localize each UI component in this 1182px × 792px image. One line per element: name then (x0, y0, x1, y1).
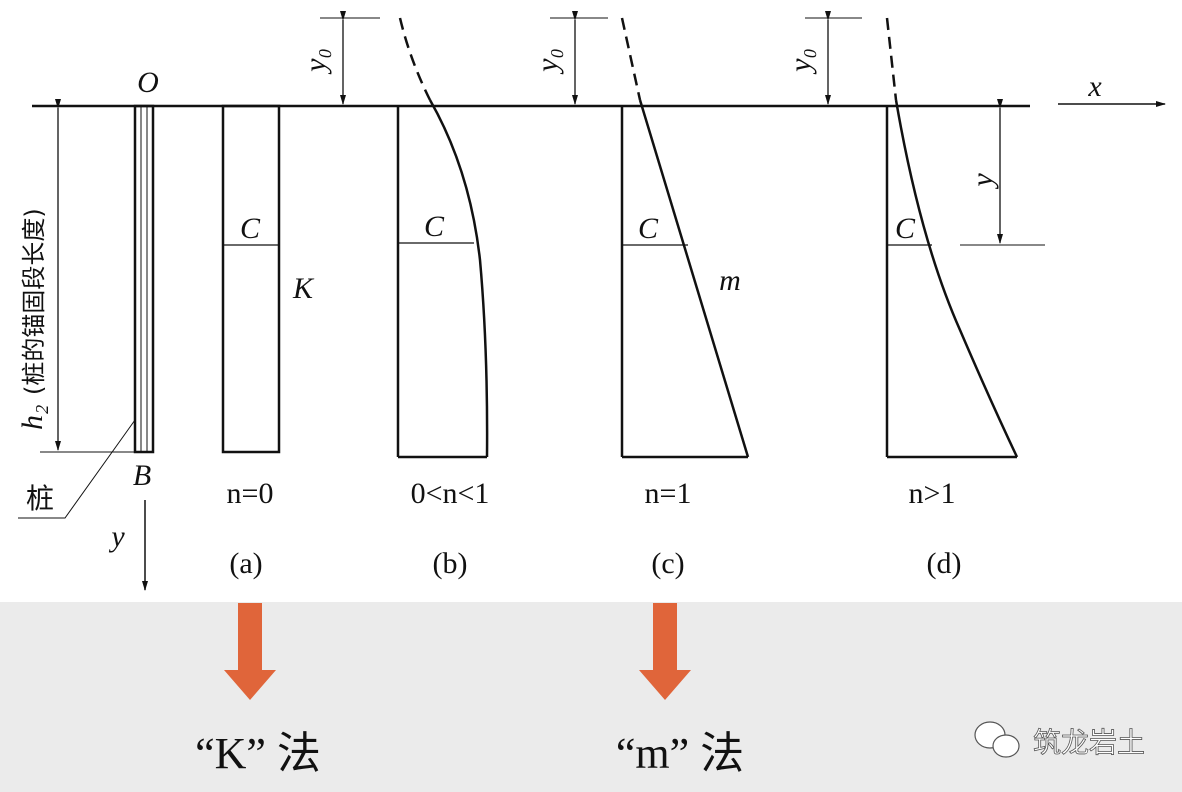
c-label: C (638, 212, 659, 245)
origin-label: O (137, 66, 159, 99)
y0-label: y₀ (784, 48, 817, 75)
pile-bottom-label: B (133, 459, 151, 492)
h2-label: h₂ (16, 405, 49, 430)
y-dim-label: y (966, 173, 999, 190)
distribution-a (221, 104, 281, 454)
case-a-tag: (a) (229, 547, 262, 580)
case-c-tag: (c) (651, 547, 684, 580)
distribution-b (428, 99, 489, 458)
c-label: C (895, 212, 916, 245)
h2-description: (桩的锚固段长度) (20, 208, 48, 395)
y0-label: y₀ (299, 48, 332, 75)
case-d-condition: n>1 (909, 477, 956, 510)
down-arrow-k (224, 603, 276, 700)
y-axis-label: y (108, 520, 125, 553)
bottom-band (0, 602, 1182, 792)
c-label: C (424, 210, 445, 243)
distribution-c (638, 99, 750, 458)
wechat-icon (974, 721, 1020, 758)
pile-leader (18, 419, 136, 519)
distribution-d (894, 99, 1019, 458)
case-d-tag: (d) (927, 547, 962, 580)
case-b-condition: 0<n<1 (411, 477, 490, 510)
case-b-tag: (b) (433, 547, 468, 580)
m-label: m (719, 264, 741, 297)
case-a-condition: n=0 (227, 477, 274, 510)
pile-label: 桩 (26, 482, 54, 515)
k-method-label: “K” 法 (195, 729, 321, 778)
c-label: C (240, 212, 261, 245)
x-axis-label: x (1087, 70, 1102, 103)
pile (133, 104, 155, 454)
down-arrow-m (639, 603, 691, 700)
watermark: 筑龙岩土 (1033, 726, 1145, 759)
k-label: K (292, 272, 315, 305)
case-c-condition: n=1 (645, 477, 692, 510)
y0-label: y₀ (531, 48, 564, 75)
m-method-label: “m” 法 (616, 729, 744, 778)
